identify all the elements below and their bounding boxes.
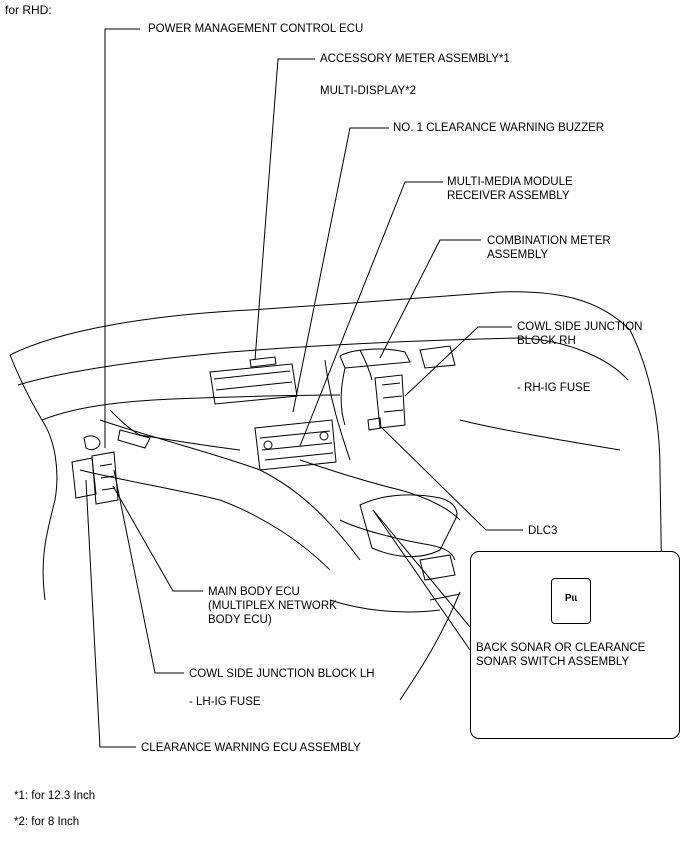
label-combination-line2: ASSEMBLY <box>487 249 549 261</box>
label-combination-line1: COMBINATION METER <box>487 235 611 247</box>
label-multimedia-line1: MULTI-MEDIA MODULE <box>447 176 573 188</box>
leader-combination <box>379 239 481 359</box>
label-rh-ig-fuse: - RH-IG FUSE <box>517 382 591 394</box>
parking-sonar-icon: Pɩɩ <box>564 593 578 604</box>
sonar-switch-illustration: Pɩɩ <box>551 578 591 624</box>
leader-buzzer <box>292 127 389 413</box>
label-clearance-warning-ecu: CLEARANCE WARNING ECU ASSEMBLY <box>141 742 361 754</box>
leader-main-body <box>112 485 203 592</box>
leader-clearance-ecu <box>85 479 136 748</box>
leader-multimedia <box>299 181 443 447</box>
sonar-switch-inset: Pɩɩ BACK SONAR OR CLEARANCE SONAR SWITCH… <box>470 551 680 739</box>
leader-cowl-rh <box>404 326 512 397</box>
label-dlc3: DLC3 <box>528 525 558 537</box>
leader-sonar-b <box>372 509 471 651</box>
footnote-1: *1: for 12.3 Inch <box>14 790 96 802</box>
label-multi-display: MULTI-DISPLAY*2 <box>320 85 417 97</box>
label-sonar-switch-line2: SONAR SWITCH ASSEMBLY <box>476 656 630 668</box>
label-cowl-rh-line1: COWL SIDE JUNCTION <box>517 321 643 333</box>
leader-accessory-meter <box>254 58 315 361</box>
label-main-body-line2: (MULTIPLEX NETWORK <box>208 600 337 612</box>
label-lh-ig-fuse: - LH-IG FUSE <box>189 696 261 708</box>
footnote-2: *2: for 8 Inch <box>14 816 80 828</box>
label-main-body-line3: BODY ECU) <box>208 614 272 626</box>
label-main-body-line1: MAIN BODY ECU <box>208 586 300 598</box>
label-sonar-switch-line1: BACK SONAR OR CLEARANCE <box>476 642 646 654</box>
label-cowl-lh: COWL SIDE JUNCTION BLOCK LH <box>189 668 375 680</box>
label-multimedia-line2: RECEIVER ASSEMBLY <box>447 190 570 202</box>
leader-power-mgmt <box>104 28 140 448</box>
leader-dlc3b <box>379 425 487 531</box>
leader-sonar-a <box>372 509 471 628</box>
label-cowl-rh-line2: BLOCK RH <box>517 335 576 347</box>
label-buzzer: NO. 1 CLEARANCE WARNING BUZZER <box>393 122 605 134</box>
diagram-header: for RHD: <box>5 3 52 17</box>
label-accessory-meter: ACCESSORY METER ASSEMBLY*1 <box>320 53 510 65</box>
label-power-management-ecu: POWER MANAGEMENT CONTROL ECU <box>148 23 364 35</box>
leader-cowl-lh <box>113 469 184 674</box>
